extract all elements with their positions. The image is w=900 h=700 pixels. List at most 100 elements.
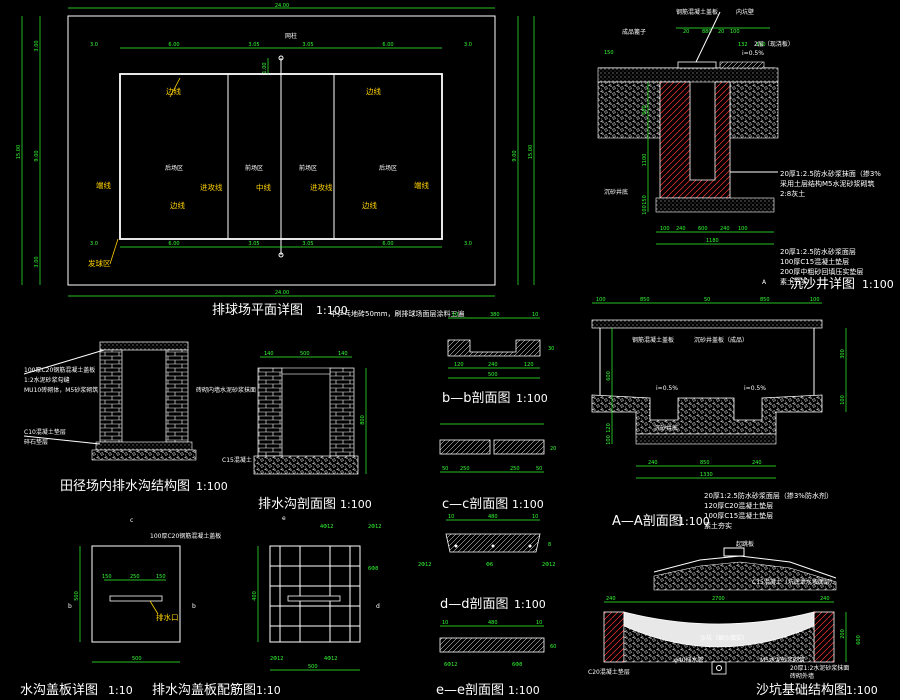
label-center-line: 中线 bbox=[256, 182, 271, 192]
aa-d5: 100 bbox=[810, 297, 820, 303]
cover-d1: 150 bbox=[102, 574, 112, 580]
dd-l: 2Φ12 bbox=[418, 562, 431, 568]
well-wall-d2: 1100 bbox=[642, 154, 648, 167]
ee-l: 6Φ12 bbox=[444, 662, 457, 668]
sandpit-label-5: 20厚1:2水泥砂浆抹面 bbox=[790, 664, 849, 672]
cover-mark-c: c bbox=[130, 517, 133, 524]
bb-scale: 1:100 bbox=[516, 392, 548, 405]
cover-d3: 150 bbox=[156, 574, 166, 580]
well-d4: 20 bbox=[718, 29, 724, 35]
cover-plate-outline bbox=[91, 545, 181, 643]
cc-left-block bbox=[439, 439, 491, 455]
dim-front-bottom-right: 3.05 bbox=[302, 241, 313, 247]
well-note2-4: 素土夯实 bbox=[780, 277, 808, 286]
aa-b1: 240 bbox=[648, 460, 658, 466]
aa-slope2: i=0.5% bbox=[744, 385, 766, 392]
track-ditch-title: 田径场内排水沟结构图 bbox=[60, 478, 190, 494]
court-outer-border bbox=[67, 15, 496, 286]
rebar-slot bbox=[287, 595, 341, 602]
label-sideline-bottom-right: 边线 bbox=[362, 200, 377, 210]
track-ditch-scale: 1:100 bbox=[196, 480, 228, 493]
dim-court-top-right: 6.00 bbox=[382, 42, 393, 48]
label-attack-left: 进攻线 bbox=[200, 182, 223, 192]
rebar-r: 6Φ8 bbox=[368, 566, 378, 572]
well-base-label: 沉砂井底 bbox=[604, 188, 628, 196]
bb-title: b—b剖面图 bbox=[442, 391, 511, 406]
ee-r: 6Φ8 bbox=[512, 662, 522, 668]
well-note2-3: 200厚中粗砂回填压实垫层 bbox=[780, 267, 863, 276]
sandpit-scale: 1:100 bbox=[846, 684, 878, 697]
dd-shape bbox=[445, 533, 541, 553]
dim-side-bottom-left: 3.0 bbox=[90, 241, 98, 247]
sandpit-label-6: M5水泥砂浆砌筑 bbox=[760, 656, 805, 664]
sandpit-d1: 240 bbox=[606, 596, 616, 602]
bb-h: 30 bbox=[548, 346, 554, 352]
ditch-base bbox=[253, 455, 359, 475]
aa-note-4: 素土夯实 bbox=[704, 521, 732, 530]
zone-back-right: 后场区 bbox=[379, 164, 397, 172]
well-note2-1: 20厚1:2.5防水砂浆面层 bbox=[780, 247, 856, 256]
sandpit-label-2: C15混凝土（坑底泄水坡面层） bbox=[752, 578, 836, 586]
leader-serve bbox=[109, 238, 119, 265]
dd-m: Φ6 bbox=[486, 562, 493, 568]
rebar-mark-d: d bbox=[376, 603, 380, 610]
cc-d2: 250 bbox=[460, 466, 470, 472]
aa-grate-label: 沉砂井盖板（成品） bbox=[694, 336, 748, 344]
dim-left-mid-text: 9.00 bbox=[34, 150, 40, 161]
rebar-bl: 2Φ12 bbox=[270, 656, 283, 662]
sandpit-label-7: 沙坑（细沙填实） bbox=[700, 634, 748, 642]
well-top-slab bbox=[597, 67, 779, 83]
well-wall-d1: 600 bbox=[642, 105, 648, 115]
well-bot-d3: 600 bbox=[698, 226, 708, 232]
track-ditch-gravel bbox=[91, 449, 197, 461]
aa-note-3: 100厚C15混凝土垫层 bbox=[704, 511, 773, 520]
dim-left-top-text: 3.00 bbox=[34, 40, 40, 51]
sand-well-detail: 20 880 20 100 132 150 150 钢筋混凝土盖板 内坑壁 成品… bbox=[597, 8, 894, 292]
leader-side-top-left bbox=[169, 77, 181, 98]
bb-section: 10 380 10 120 240 120 500 30 b—b剖面图 1:10… bbox=[442, 312, 554, 406]
dd-title: d—d剖面图 bbox=[440, 597, 509, 612]
aa-d1: 100 bbox=[596, 297, 606, 303]
label-sideline-top-right: 边线 bbox=[366, 86, 381, 96]
aa-b2: 850 bbox=[700, 460, 710, 466]
track-ditch-label-3: MU10砖砌体，M5砂浆砌筑 bbox=[24, 386, 98, 394]
rebar-t2: 2Φ12 bbox=[368, 524, 381, 530]
track-ditch-label-2: 1:2水泥砂浆勾缝 bbox=[24, 376, 70, 384]
cc-h: 20 bbox=[550, 446, 556, 452]
dim-post-mark-text: 1.00 bbox=[262, 62, 268, 73]
well-base-layer bbox=[655, 197, 775, 213]
rebar-w: 500 bbox=[308, 664, 318, 670]
rebar-mark-e: e bbox=[282, 515, 286, 522]
bb-t2: 380 bbox=[490, 312, 500, 318]
well-cover-label: 钢筋混凝土盖板 bbox=[676, 8, 718, 16]
dd-t1: 10 bbox=[448, 514, 454, 520]
ditch-wall-left bbox=[257, 367, 283, 457]
well-wall-d4: 100 bbox=[642, 205, 648, 215]
bb-total: 500 bbox=[488, 372, 498, 378]
ee-h: 60 bbox=[550, 644, 556, 650]
sandpit-h1: 200 bbox=[840, 629, 846, 639]
sandpit-label-4: 砖砌外墙 bbox=[790, 672, 814, 680]
ditch-d1: 140 bbox=[264, 351, 274, 357]
dim-total-width-left-text: 15.00 bbox=[16, 145, 22, 159]
cover-mark-b-left: b bbox=[68, 603, 72, 610]
sandpit-drain-pipe bbox=[716, 665, 722, 671]
aa-total: 1330 bbox=[700, 472, 713, 478]
dd-t3: 10 bbox=[532, 514, 538, 520]
court-plan-scale: 1:100 bbox=[316, 304, 348, 317]
dim-inner-width-text: 9.00 bbox=[512, 150, 518, 161]
cover-h: 500 bbox=[74, 591, 80, 601]
ditch-label-1: 砖砌内墙水泥砂浆抹面 bbox=[196, 386, 256, 394]
court-plan-title: 排球场平面详图 bbox=[212, 303, 303, 318]
well-d2: 20 bbox=[683, 29, 689, 35]
net-post-bottom bbox=[278, 252, 284, 258]
ditch-d3: 140 bbox=[338, 351, 348, 357]
well-section-mark: A bbox=[762, 279, 767, 286]
cc-d3: 250 bbox=[510, 466, 520, 472]
bb-t1: 10 bbox=[452, 312, 458, 318]
dim-court-bottom-left: 6.00 bbox=[168, 241, 179, 247]
ee-t1: 10 bbox=[442, 620, 448, 626]
zone-front-right: 前场区 bbox=[299, 164, 317, 172]
dim-total-length-top-text: 24.00 bbox=[275, 3, 289, 9]
cc-right-block bbox=[493, 439, 545, 455]
